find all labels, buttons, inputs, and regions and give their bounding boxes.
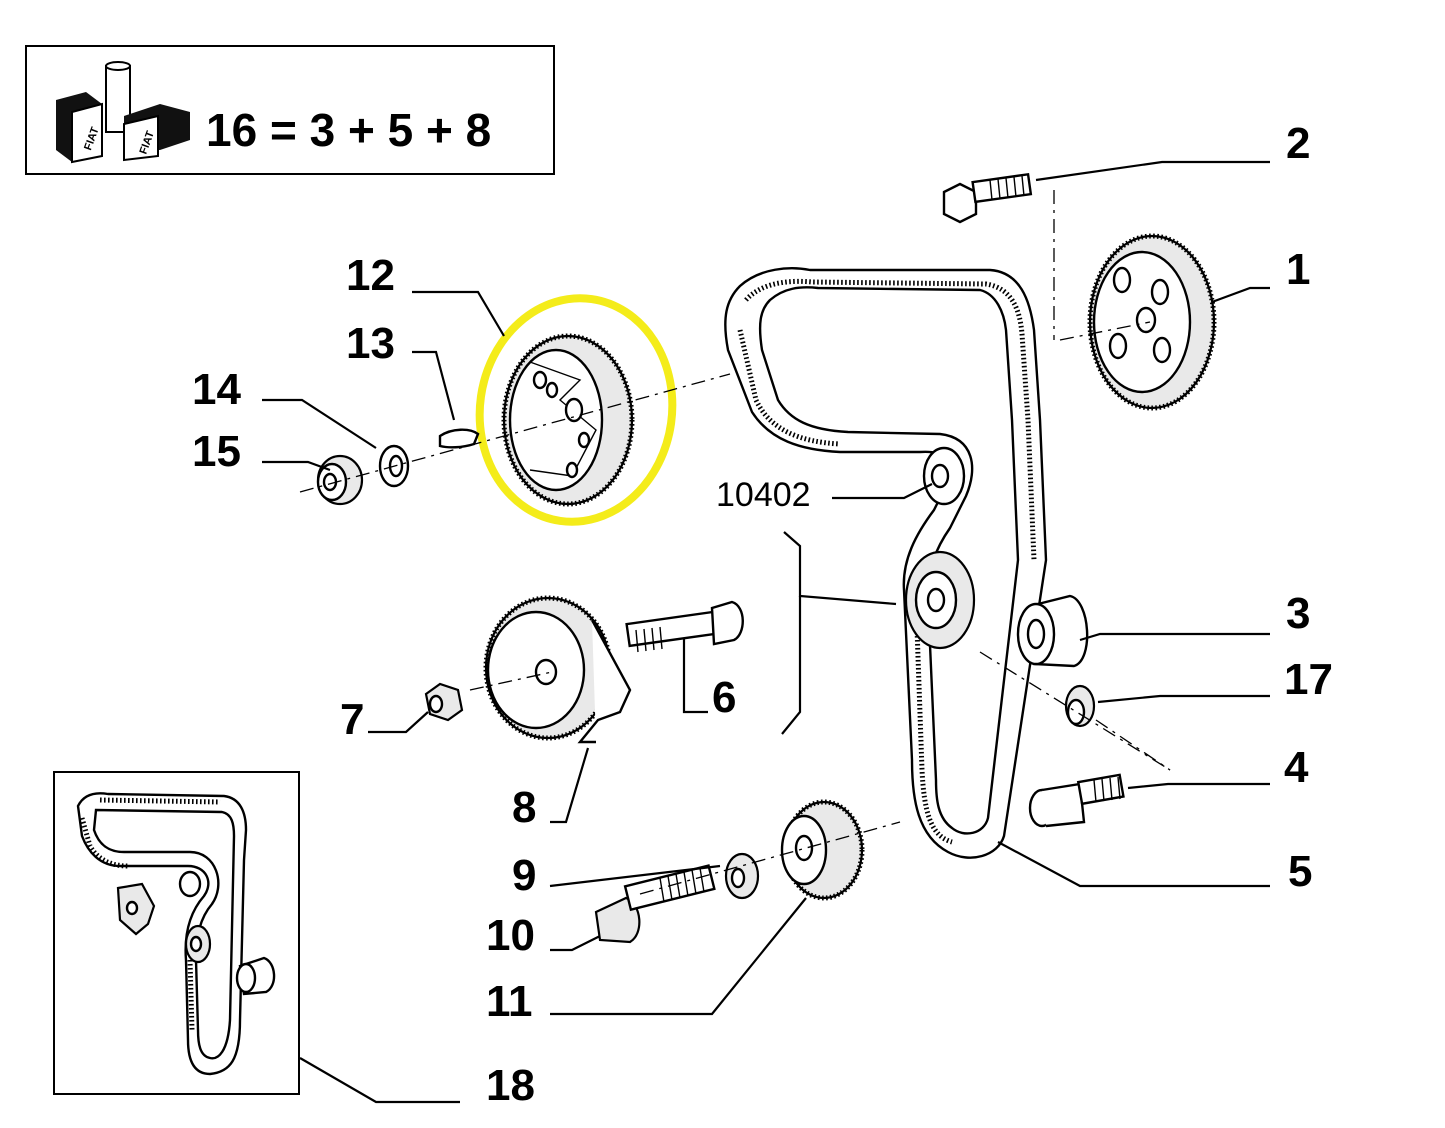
callout-7: 7 — [340, 695, 364, 744]
callout-1: 1 — [1286, 245, 1310, 294]
idler-pulley — [922, 446, 966, 506]
tensioner-bolt — [625, 600, 744, 653]
bolt-2 — [942, 172, 1033, 224]
crank-bolt — [594, 864, 716, 944]
fiat-kit-box-icon: FIAT FIAT — [56, 61, 190, 164]
callout-17: 17 — [1284, 655, 1333, 704]
stud-bolt — [1028, 773, 1125, 828]
belt-tensioner — [483, 595, 632, 744]
callout-4: 4 — [1284, 743, 1309, 792]
timing-belt-inset-icon — [53, 771, 300, 1095]
camshaft-pulley-left — [501, 333, 635, 507]
callout-9: 9 — [512, 851, 536, 900]
hex-nut — [424, 682, 464, 722]
callout-8: 8 — [512, 783, 536, 832]
kit-box: FIAT FIAT 16 = 3 + 5 + 8 — [25, 45, 555, 175]
callout-3: 3 — [1286, 589, 1310, 638]
callout-10: 10 — [486, 911, 535, 960]
kit-formula: 16 = 3 + 5 + 8 — [206, 104, 491, 156]
tensioner-on-belt — [904, 550, 976, 650]
callout-12: 12 — [346, 251, 395, 300]
callout-13: 13 — [346, 319, 395, 368]
callout-14: 14 — [192, 365, 241, 414]
callout-group-10402: 10402 — [716, 476, 811, 514]
callout-11: 11 — [486, 977, 533, 1026]
callout-2: 2 — [1286, 119, 1310, 168]
leader-lines — [262, 160, 1270, 1104]
bush — [1064, 684, 1096, 728]
callout-5: 5 — [1288, 847, 1312, 896]
washer — [724, 852, 760, 900]
idler-roller — [1016, 594, 1089, 668]
camshaft-pulley-right — [1087, 233, 1217, 411]
flange-nut — [316, 454, 364, 506]
callout-6: 6 — [712, 673, 736, 722]
callout-18: 18 — [486, 1061, 535, 1110]
highlight-circle — [475, 294, 677, 526]
timing-belt — [724, 267, 1048, 859]
callout-15: 15 — [192, 427, 241, 476]
crankshaft-pulley — [780, 799, 865, 901]
